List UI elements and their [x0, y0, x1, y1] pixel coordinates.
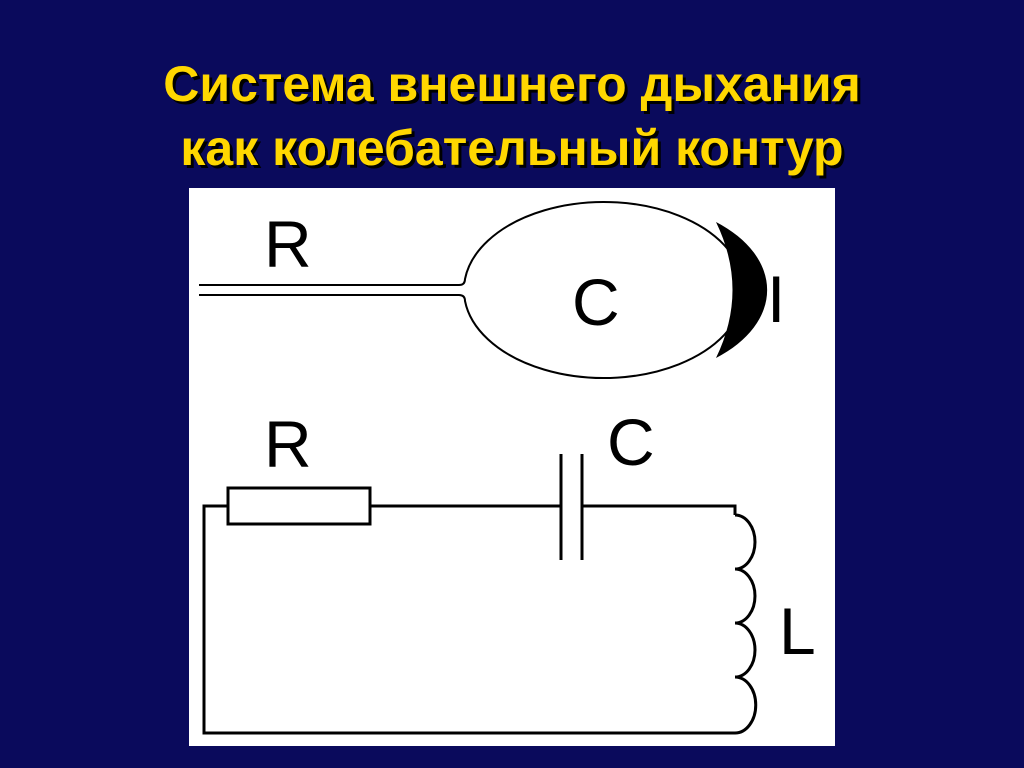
resistor-label: R [264, 407, 312, 481]
airway-resistance-label: R [264, 207, 312, 281]
inductor-label: L [779, 594, 816, 668]
rlc-circuit: R C L [202, 405, 816, 735]
circuit-wire-right [582, 504, 737, 515]
resistor-symbol [226, 486, 372, 526]
circuit-wire-left [202, 504, 735, 735]
capacitor-label: C [607, 405, 655, 479]
slide-title: Система внешнего дыхания как колебательн… [0, 52, 1024, 180]
inertance-label: I [767, 262, 785, 336]
alveolus-inertia-mass [716, 222, 768, 358]
diagram-panel: R C I R C L [189, 188, 835, 746]
slide-title-line-2: как колебательный контур [180, 120, 844, 176]
diagram-svg: R C I R C L [199, 201, 816, 735]
inductor-coil [734, 513, 758, 735]
slide-title-line-1: Система внешнего дыхания [163, 56, 861, 112]
alveolus-compliance-label: C [572, 265, 620, 339]
lung-model: R C I [199, 201, 785, 379]
